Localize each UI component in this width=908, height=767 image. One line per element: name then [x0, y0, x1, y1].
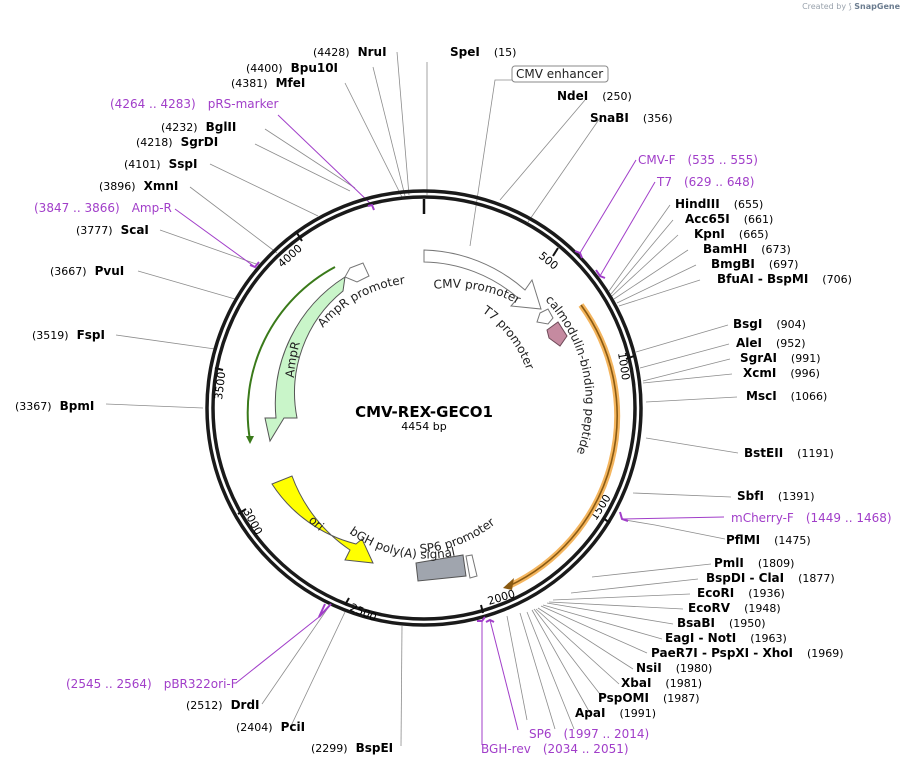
site-bstEII: BstEII(1191) — [744, 446, 834, 460]
primer-marks — [249, 203, 629, 623]
site-bfuAI-bspMI: BfuAI - BspMI(706) — [717, 272, 852, 286]
tick-3000 — [237, 508, 247, 515]
site-xmnI: (3896)XmnI — [99, 179, 178, 193]
site-kpnI: KpnI(665) — [694, 227, 769, 241]
backbone-outer — [205, 189, 643, 627]
tick-2500 — [344, 597, 350, 606]
site-apaI: ApaI(1991) — [575, 706, 656, 720]
site-mscI: MscI(1066) — [746, 389, 827, 403]
primer-mcherry-f: mCherry-F(1449 .. 1468) — [731, 511, 892, 525]
site-pvuI: (3667)PvuI — [50, 264, 124, 278]
site-ecoRV: EcoRV(1948) — [688, 601, 781, 615]
sp6-promoter-arrow — [465, 554, 478, 579]
site-xcmI: XcmI(996) — [743, 366, 820, 380]
site-ecoRI: EcoRI(1936) — [697, 586, 785, 600]
tick-1500 — [602, 517, 611, 524]
credit-brand: SnapGene — [854, 2, 900, 11]
primer-t7: T7(629 .. 648) — [656, 175, 754, 189]
site-pmlI: PmlI(1809) — [714, 556, 794, 570]
primer-pbr322ori-f: (2545 .. 2564)pBR322ori-F — [66, 677, 238, 691]
tick-label-2500: 2500 — [348, 601, 379, 624]
primer-amp-r: (3847 .. 3866)Amp-R — [34, 201, 172, 215]
site-pspOMI: PspOMI(1987) — [598, 691, 700, 705]
primer-labels: CMV-F(535 .. 555) T7(629 .. 648) mCherry… — [34, 97, 892, 756]
bgh-polya-box — [415, 554, 467, 582]
site-bsgI: BsgI(904) — [733, 317, 806, 331]
credit-prefix: Created by — [802, 2, 847, 11]
tick-label-3500: 3500 — [212, 371, 228, 400]
tick-1000 — [625, 355, 635, 360]
site-nruI: (4428)NruI — [313, 45, 387, 59]
primer-prs-marker: (4264 .. 4283)pRS-marker — [110, 97, 278, 111]
ampr-label: AmpR — [283, 340, 303, 378]
site-sspI: (4101)SspI — [124, 157, 197, 171]
site-sgrDI: (4218)SgrDI — [136, 135, 218, 149]
primer-bgh-rev: BGH-rev(2034 .. 2051) — [481, 742, 629, 756]
snapgene-credit: Created by ⟆ SnapGene — [802, 2, 900, 11]
cmv-enhancer-label: CMV enhancer — [516, 67, 603, 81]
site-sbfI: SbfI(1391) — [737, 489, 815, 503]
geco-arrowhead — [503, 578, 514, 590]
site-bglII: (4232)BglII — [161, 120, 236, 134]
site-speI: SpeI(15) — [450, 45, 516, 59]
cmv-enhancer-box: CMV enhancer — [511, 65, 609, 83]
snapgene-logo-icon: ⟆ — [848, 2, 852, 11]
ampr-dark-arrowhead — [246, 436, 254, 444]
site-aleI: AleI(952) — [736, 336, 806, 350]
tick-label-500: 500 — [536, 249, 561, 272]
tick-label-3000: 3000 — [240, 506, 265, 537]
site-pflMI: PflMI(1475) — [726, 533, 811, 547]
ampr-promoter-arrow — [344, 262, 370, 283]
site-hindIII: HindIII(655) — [675, 197, 763, 211]
t7-promoter-arrow — [536, 308, 554, 325]
site-bpmI: (3367)BpmI — [15, 399, 94, 413]
site-drdI: (2512)DrdI — [186, 698, 260, 712]
tick-3500 — [214, 367, 224, 371]
site-ndeI: NdeI(250) — [557, 89, 632, 103]
site-acc65I: Acc65I(661) — [685, 212, 773, 226]
site-sgrAI: SgrAI(991) — [740, 351, 821, 365]
geco-arc-core — [508, 304, 618, 587]
tick-group — [214, 232, 635, 614]
tick-4000 — [296, 232, 303, 242]
site-nsiI: NsiI(1980) — [636, 661, 712, 675]
t7-promoter-label: T7 promoter — [479, 302, 537, 371]
site-scaI: (3777)ScaI — [76, 223, 149, 237]
primer-leaders — [174, 114, 725, 745]
site-bpu10I: (4400)Bpu10I — [246, 61, 338, 75]
site-bsaBI: BsaBI(1950) — [677, 616, 766, 630]
calmodulin-peptide-arrow — [546, 321, 568, 347]
plasmid-name: CMV-REX-GECO1 — [355, 403, 493, 421]
site-paeR7I-pspXI-xhoI: PaeR7I - PspXI - XhoI(1969) — [651, 646, 844, 660]
sites-right: SpeI(15) NdeI(250) SnaBI(356) HindIII(65… — [450, 45, 852, 720]
ampr-dark-arc — [246, 266, 336, 441]
site-fspI: (3519)FspI — [32, 328, 105, 342]
site-bspEI: (2299)BspEI — [311, 741, 393, 755]
site-pciI: (2404)PciI — [236, 720, 305, 734]
primer-cmv-f: CMV-F(535 .. 555) — [638, 153, 758, 167]
site-snaBI: SnaBI(356) — [590, 111, 673, 125]
tick-label-1000: 1000 — [615, 351, 632, 381]
site-bspDI-claI: BspDI - ClaI(1877) — [706, 571, 835, 585]
ori-arrow — [271, 475, 374, 564]
site-bmgBI: BmgBI(697) — [711, 257, 798, 271]
plasmid-size: 4454 bp — [401, 420, 446, 433]
ampr-arrow — [264, 275, 346, 443]
sites-left: (4428)NruI (4400)Bpu10I (4381)MfeI (4232… — [15, 45, 393, 755]
tick-2000 — [480, 604, 484, 614]
site-mfeI: (4381)MfeI — [231, 76, 305, 90]
backbone-inner — [211, 195, 637, 621]
leader-lines — [105, 51, 739, 747]
cmv-promoter-arrow — [423, 249, 542, 310]
site-bamHI: BamHI(673) — [703, 242, 791, 256]
tick-500 — [552, 247, 559, 257]
site-xbaI: XbaI(1981) — [621, 676, 702, 690]
sp6-promoter-label: SP6 promoter — [419, 515, 497, 556]
site-eagI-notI: EagI - NotI(1963) — [665, 631, 787, 645]
primer-sp6: SP6(1997 .. 2014) — [529, 727, 649, 741]
